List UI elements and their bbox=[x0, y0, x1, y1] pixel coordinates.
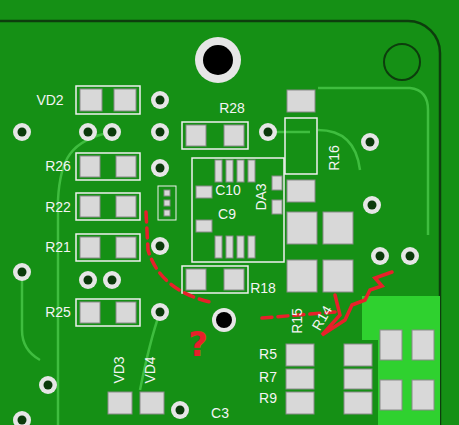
ref-designator: R14 bbox=[310, 303, 335, 332]
copper-pour bbox=[362, 296, 440, 425]
ref-designator: R15 bbox=[290, 308, 304, 334]
ref-designator: R7 bbox=[259, 370, 277, 384]
through-holes bbox=[13, 91, 419, 425]
ref-designator: VD4 bbox=[143, 356, 157, 383]
board-edge bbox=[0, 21, 440, 425]
ref-designator: R5 bbox=[259, 347, 277, 361]
ref-designator: C9 bbox=[218, 207, 236, 221]
fiducial bbox=[384, 44, 420, 80]
traces bbox=[22, 88, 428, 425]
ref-designator: R26 bbox=[45, 159, 71, 173]
ref-designator: R18 bbox=[250, 281, 276, 295]
ref-designator: DA3 bbox=[254, 183, 268, 210]
ref-designator: R21 bbox=[45, 240, 71, 254]
smd-pads bbox=[76, 86, 434, 414]
ref-designator: VD2 bbox=[36, 93, 63, 107]
markup-note: ? bbox=[188, 327, 208, 361]
ref-designator: R28 bbox=[219, 101, 245, 115]
mounting-hole bbox=[195, 37, 241, 83]
ref-designator: R22 bbox=[45, 200, 71, 214]
ref-designator: C10 bbox=[215, 183, 241, 197]
hand-markup bbox=[146, 212, 392, 335]
ref-designator: R16 bbox=[327, 145, 341, 171]
ref-designator: C3 bbox=[211, 406, 229, 420]
ref-designator: VD3 bbox=[112, 356, 126, 383]
ref-designator: R25 bbox=[45, 305, 71, 319]
ic-footprint bbox=[192, 158, 284, 262]
ref-designator: R9 bbox=[259, 391, 277, 405]
